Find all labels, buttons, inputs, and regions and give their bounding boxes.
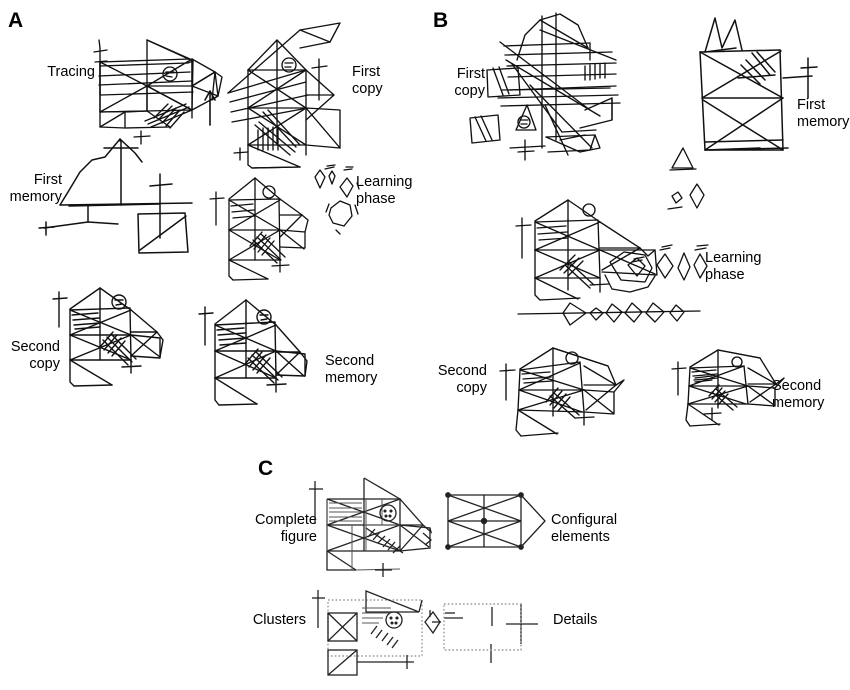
drawing-a-learning-phase <box>314 164 360 235</box>
drawing-a-second-memory <box>198 299 308 406</box>
label-c-details: Details <box>553 612 598 628</box>
drawing-a-first-copy <box>227 22 341 169</box>
label-c-clusters: Clusters <box>252 612 306 628</box>
drawing-b-learning-diamonds <box>604 244 709 293</box>
label-b-first-memory: First memory <box>797 97 850 130</box>
drawing-a-tracing <box>93 39 223 145</box>
drawing-b-second-copy <box>499 347 625 437</box>
label-c-complete-figure: Complete figure <box>254 512 317 545</box>
drawing-c-details <box>424 603 538 663</box>
label-b-learning-phase: Learning phase <box>705 250 762 283</box>
panel-letter-c: C <box>258 457 274 480</box>
drawing-c-complete-figure <box>309 477 433 577</box>
panel-letter-b: B <box>433 9 449 32</box>
label-a-first-memory: First memory <box>9 172 62 205</box>
drawing-c-clusters <box>312 590 423 676</box>
label-c-configural-elements: Configural elements <box>551 512 618 545</box>
drawing-b-second-memory <box>671 349 785 427</box>
drawing-b-diamond-chain <box>517 302 701 326</box>
drawing-a-learning-figure <box>209 177 309 281</box>
drawing-b-first-copy <box>469 12 621 161</box>
label-b-first-copy: First copy <box>454 66 485 99</box>
label-a-second-memory: Second memory <box>325 353 378 386</box>
arrow-up-a <box>204 90 216 126</box>
label-b-second-copy: Second copy <box>437 363 487 396</box>
label-b-second-memory: Second memory <box>772 378 825 411</box>
label-a-first-copy: First copy <box>352 64 383 97</box>
drawing-b-first-memory <box>699 17 818 151</box>
drawing-b-learning-figure <box>515 199 658 301</box>
panel-letter-a: A <box>8 9 24 32</box>
label-a-learning-phase: Learning phase <box>356 174 413 207</box>
drawing-a-first-memory <box>38 138 193 254</box>
drawing-b-isolated-shapes <box>667 147 705 210</box>
label-a-second-copy: Second copy <box>10 339 60 372</box>
label-a-tracing: Tracing <box>47 64 95 80</box>
drawing-c-configural-elements <box>445 492 546 550</box>
drawing-a-second-copy <box>52 287 164 387</box>
